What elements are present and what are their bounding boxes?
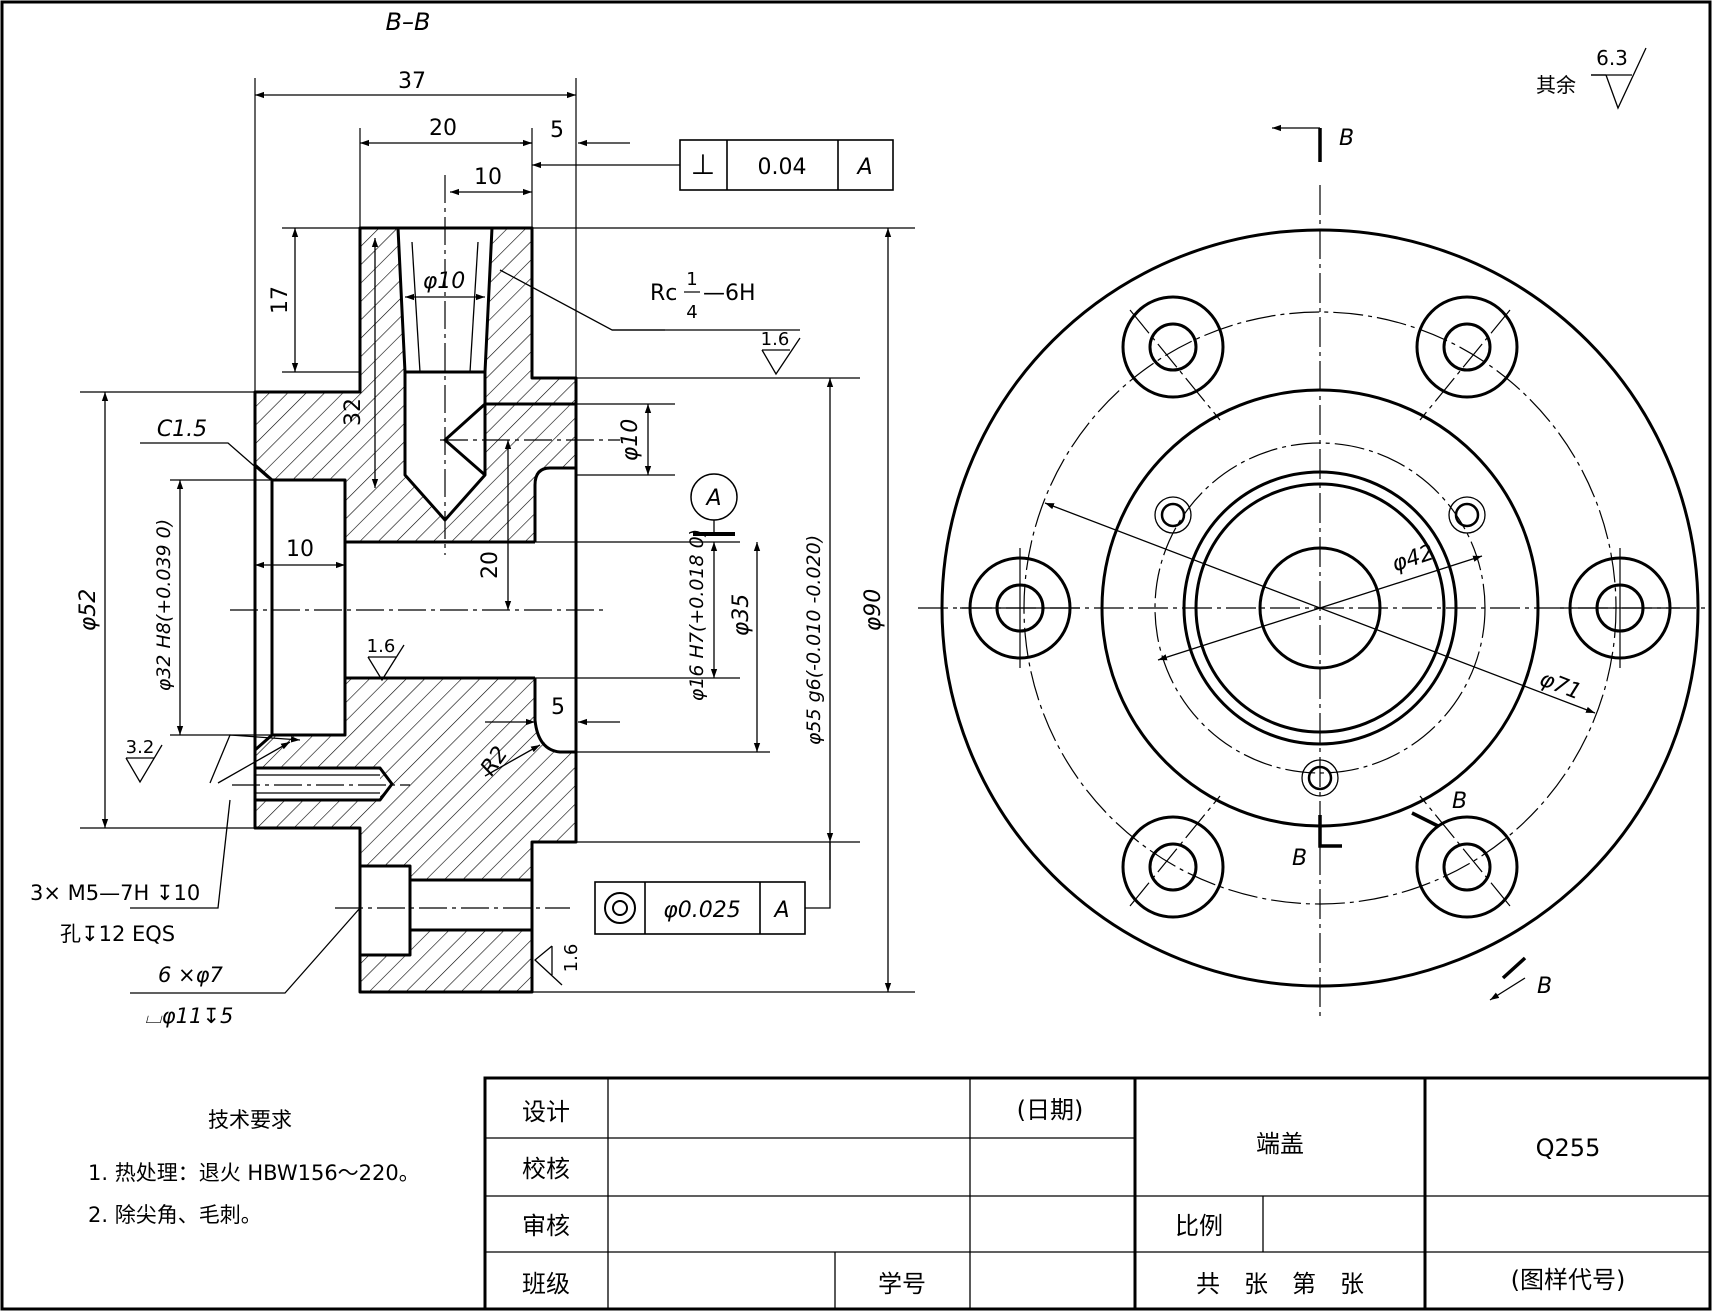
bolt-hole — [1121, 295, 1225, 399]
section-hatching — [255, 228, 576, 992]
rc-thread-callout: Rc 1 4 —6H — [650, 269, 756, 323]
section-centerlines — [230, 175, 620, 909]
dim-phi90: φ90 — [861, 589, 886, 632]
dim-phi16-h7: φ16 H7(+0.018 0) — [686, 529, 708, 701]
cut-label-bottom-right: B — [1452, 789, 1467, 814]
tech-requirements: 技术要求 1. 热处理：退火 HBW156～220。 2. 除尖角、毛刺。 — [88, 1108, 420, 1227]
other-surfaces-label: 其余 — [1536, 73, 1576, 97]
perpendicularity-datum: A — [855, 155, 872, 180]
dim-phi32-h8: φ32 H8(+0.039 0) — [153, 519, 175, 691]
label-scale: 比例 — [1175, 1212, 1223, 1240]
dim-17: 17 — [268, 286, 293, 314]
label-check: 校核 — [522, 1155, 570, 1183]
dim-phi42: φ42 — [1389, 540, 1437, 577]
perpendicularity-frame: ⊥ 0.04 A — [532, 139, 894, 191]
rc-prefix: Rc — [650, 281, 677, 306]
roughness-1.6-b: 1.6 — [367, 636, 396, 657]
rc-numerator: 1 — [686, 269, 697, 290]
label-design: 设计 — [522, 1098, 570, 1126]
roughness-1.6-a: 1.6 — [761, 329, 790, 350]
dim-c15: C1.5 — [157, 417, 207, 442]
bolt-hole — [1415, 815, 1519, 919]
threaded-hole — [1448, 496, 1486, 534]
hole-callouts: 3× M5—7H ↧10 孔↧12 EQS 6 ×φ7 ⌴φ11↧5 — [30, 881, 233, 1028]
label-student-no: 学号 — [878, 1270, 926, 1298]
label-review: 审核 — [522, 1212, 570, 1240]
drawing-code: (图样代号) — [1511, 1266, 1626, 1294]
dim-32: 32 — [341, 398, 366, 426]
bolt-hole — [1415, 295, 1519, 399]
label-date: (日期) — [1017, 1096, 1084, 1124]
cut-label-corner: B — [1537, 974, 1552, 999]
roughness-3.2: 3.2 — [126, 737, 155, 758]
concentricity-frame: φ0.025 A — [594, 842, 831, 935]
other-surfaces-value: 6.3 — [1596, 46, 1628, 70]
callout-m5-line1: 3× M5—7H ↧10 — [30, 881, 200, 905]
datum-a-label: A — [704, 486, 721, 511]
threaded-hole — [1154, 496, 1192, 534]
section-view: B–B — [30, 8, 915, 1028]
dimension-lines — [101, 91, 892, 994]
dim-phi10-top: φ10 — [423, 269, 466, 294]
dim-10-side: 10 — [286, 537, 314, 562]
dim-5-right: 5 — [551, 695, 565, 720]
dim-20-top: 20 — [429, 116, 457, 141]
surface-finish-other: 其余 6.3 — [1536, 46, 1647, 110]
material: Q255 — [1536, 1134, 1601, 1162]
section-title: B–B — [386, 8, 431, 36]
dim-20-vertical: 20 — [478, 551, 503, 579]
datum-a-symbol — [690, 473, 738, 536]
callout-holes-line2: ⌴φ11↧5 — [145, 1004, 233, 1028]
title-block: 设计 校核 审核 班级 学号 (日期) 端盖 Q255 比例 共 张 第 张 (… — [483, 1076, 1712, 1311]
cut-label-top: B — [1339, 126, 1354, 151]
cutting-plane-marks — [1272, 124, 1527, 1001]
label-class: 班级 — [522, 1270, 570, 1298]
part-name: 端盖 — [1256, 1130, 1304, 1158]
dim-5-top: 5 — [550, 118, 564, 143]
tech-requirement-1: 1. 热处理：退火 HBW156～220。 — [88, 1161, 420, 1185]
cut-label-bottom-left: B — [1292, 846, 1307, 871]
perpendicularity-tolerance: 0.04 — [758, 155, 807, 180]
roughness-symbols — [125, 337, 801, 986]
tech-requirements-title: 技术要求 — [208, 1108, 292, 1132]
dim-37: 37 — [398, 69, 426, 94]
rc-suffix: —6H — [703, 281, 756, 306]
concentricity-datum: A — [772, 898, 789, 923]
end-view: φ42 φ71 B B B B — [918, 124, 1705, 1020]
sheet-count: 共 张 第 张 — [1196, 1270, 1364, 1298]
concentricity-tolerance: φ0.025 — [663, 898, 741, 923]
callout-m5-line2: 孔↧12 EQS — [60, 922, 175, 946]
dim-phi52: φ52 — [76, 589, 101, 632]
dim-phi10-side: φ10 — [618, 419, 643, 462]
tech-requirement-2: 2. 除尖角、毛刺。 — [88, 1203, 262, 1227]
rc-denominator: 4 — [686, 302, 697, 323]
perpendicularity-symbol: ⊥ — [691, 148, 715, 181]
dim-phi35: φ35 — [729, 594, 754, 637]
dim-phi55-g6: φ55 g6(-0.010 -0.020) — [803, 535, 825, 745]
bolt-hole — [1121, 815, 1225, 919]
extension-lines — [80, 78, 915, 993]
dim-10-top: 10 — [474, 165, 502, 190]
callout-holes-line1: 6 ×φ7 — [158, 963, 223, 987]
threaded-hole — [1301, 759, 1339, 797]
end-view-centerlines — [918, 185, 1705, 1020]
roughness-1.6-c: 1.6 — [561, 944, 582, 973]
